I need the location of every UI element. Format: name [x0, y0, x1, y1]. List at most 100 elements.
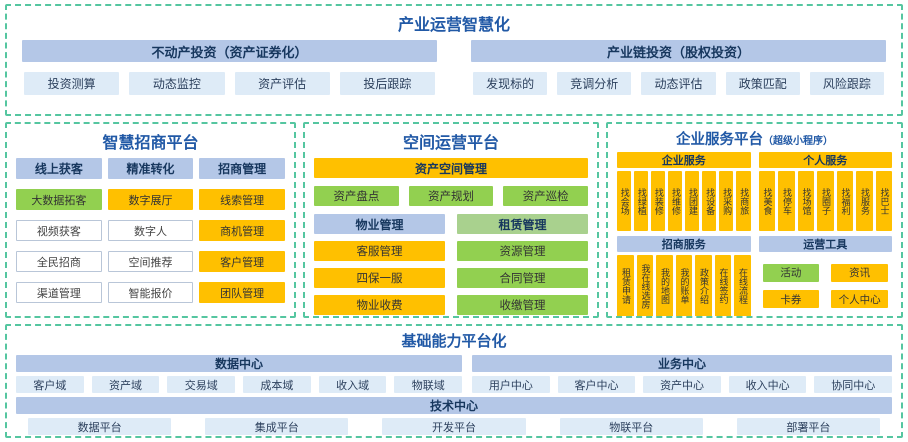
personal-service-column: 个人服务 找美食 找停车 找场馆 找圈子 找福利 找服务 找巴士 — [758, 152, 892, 231]
vertical-cell: 找团建 — [685, 171, 700, 231]
foundation-domain-items: 客户域 资产域 交易域 成本域 收入域 物联域 用户中心 客户中心 资产中心 收… — [16, 376, 893, 393]
business-center-items: 用户中心 客户中心 资产中心 收入中心 协同中心 — [472, 376, 893, 393]
real-estate-investment-items: 投资测算 动态监控 资产评估 投后跟踪 — [22, 72, 437, 95]
diagram-cell: 动态评估 — [641, 72, 716, 95]
diagram-cell: 资源管理 — [457, 241, 588, 261]
smart-investment-title: 智慧招商平台 — [102, 135, 199, 152]
industry-chain-investment-group: 产业链投资（股权投资） 发现标的 竞调分析 动态评估 政策匹配 风险跟踪 — [471, 40, 886, 95]
real-estate-investment-group: 不动产投资（资产证券化） 投资测算 动态监控 资产评估 投后跟踪 — [22, 40, 437, 95]
vertical-cell: 找维修 — [668, 171, 683, 231]
vertical-cell: 找绿植 — [634, 171, 649, 231]
vertical-cell: 找设备 — [702, 171, 717, 231]
operation-tools-header: 运营工具 — [758, 236, 892, 252]
diagram-cell: 物业收费 — [314, 295, 445, 315]
enterprise-service-items: 找会场 找绿植 找装修 找维修 找团建 找设备 找采购 找商旅 — [617, 171, 751, 231]
diagram-cell: 资产盘点 — [314, 186, 399, 206]
diagram-cell: 收入域 — [318, 376, 387, 393]
leasing-management-column: 租赁管理 资源管理 合同管理 收缴管理 — [457, 214, 588, 315]
diagram-cell: 数字展厅 — [107, 189, 194, 210]
vertical-cell: 找巴士 — [875, 171, 892, 231]
service-top-columns: 企业服务 找会场 找绿植 找装修 找维修 找团建 找设备 找采购 找商旅 个人服… — [617, 152, 892, 231]
vertical-cell: 找福利 — [836, 171, 853, 231]
diagram-cell: 竞调分析 — [557, 72, 632, 95]
diagram-cell: 交易域 — [167, 376, 236, 393]
real-estate-investment-header: 不动产投资（资产证券化） — [22, 40, 437, 62]
online-acquisition-column: 线上获客 大数据拓客 视频获客 全民招商 渠道管理 — [16, 158, 102, 303]
investment-service-column: 招商服务 租赁申请 我在线选房 我的地图 我的账单 政策介绍 在线签约 在线流程 — [617, 236, 751, 316]
enterprise-service-header: 企业服务 — [617, 152, 751, 168]
diagram-cell: 客服管理 — [314, 241, 445, 261]
asset-space-management-header: 资产空间管理 — [314, 158, 588, 178]
business-center-header: 业务中心 — [472, 355, 892, 372]
diagram-cell: 合同管理 — [457, 268, 588, 288]
diagram-cell: 开发平台 — [382, 418, 526, 435]
enterprise-service-title-text: 企业服务平台 — [676, 132, 763, 148]
diagram-cell: 资讯 — [831, 263, 888, 282]
precise-conversion-header: 精准转化 — [107, 158, 194, 179]
vertical-cell: 我的账单 — [675, 255, 692, 316]
vertical-cell: 我在线选房 — [636, 255, 653, 316]
online-acquisition-header: 线上获客 — [16, 158, 102, 179]
property-management-column: 物业管理 客服管理 四保一服 物业收费 — [314, 214, 445, 315]
industry-chain-investment-items: 发现标的 竞调分析 动态评估 政策匹配 风险跟踪 — [471, 72, 886, 95]
tech-center-items: 数据平台 集成平台 开发平台 物联平台 部署平台 — [16, 418, 892, 435]
space-operation-panel: 空间运营平台 资产空间管理 资产盘点 资产规划 资产巡检 物业管理 客服管理 四… — [303, 122, 599, 318]
investment-service-header: 招商服务 — [617, 236, 751, 252]
enterprise-service-subtitle: （超级小程序） — [763, 136, 833, 147]
diagram-cell: 动态监控 — [129, 72, 225, 95]
diagram-cell: 收缴管理 — [457, 295, 588, 315]
diagram-cell: 发现标的 — [473, 72, 548, 95]
diagram-cell: 客户域 — [16, 376, 84, 393]
middle-row: 智慧招商平台 线上获客 大数据拓客 视频获客 全民招商 渠道管理 精准转化 数字… — [5, 122, 903, 318]
diagram-cell: 卡券 — [762, 290, 820, 309]
personal-service-items: 找美食 找停车 找场馆 找圈子 找福利 找服务 找巴士 — [758, 171, 892, 231]
diagram-cell: 活动 — [762, 263, 820, 282]
industry-chain-investment-header: 产业链投资（股权投资） — [471, 40, 886, 62]
diagram-cell: 客户管理 — [199, 251, 285, 272]
diagram-cell: 风险跟踪 — [809, 72, 885, 95]
foundation-headers: 数据中心 业务中心 — [16, 355, 892, 372]
investment-management-column: 招商管理 线索管理 商机管理 客户管理 团队管理 — [199, 158, 285, 303]
vertical-cell: 找圈子 — [817, 171, 834, 231]
enterprise-service-panel: 企业服务平台（超级小程序） 企业服务 找会场 找绿植 找装修 找维修 找团建 找… — [606, 122, 903, 318]
diagram-cell: 部署平台 — [736, 418, 881, 435]
diagram-cell: 团队管理 — [199, 282, 285, 303]
tech-center-header: 技术中心 — [16, 397, 892, 414]
diagram-cell: 资产域 — [91, 376, 160, 393]
diagram-cell: 数据平台 — [28, 418, 172, 435]
diagram-cell: 物联平台 — [559, 418, 703, 435]
vertical-cell: 找商旅 — [736, 171, 751, 231]
diagram-cell: 资产评估 — [234, 72, 330, 95]
diagram-cell: 投后跟踪 — [339, 72, 435, 95]
enterprise-service-title: 企业服务平台（超级小程序） — [617, 127, 892, 152]
diagram-cell: 四保一服 — [314, 268, 445, 288]
vertical-cell: 在线签约 — [714, 255, 731, 316]
diagram-cell: 客户中心 — [557, 376, 636, 393]
diagram-cell: 空间推荐 — [107, 251, 194, 272]
diagram-cell: 成本域 — [243, 376, 311, 393]
vertical-cell: 找美食 — [758, 171, 775, 231]
operation-tools-column: 运营工具 活动 资讯 卡券 个人中心 — [758, 236, 892, 316]
vertical-cell: 找会场 — [617, 171, 632, 231]
diagram-cell: 协同中心 — [814, 376, 893, 393]
diagram-cell: 线索管理 — [199, 189, 285, 210]
vertical-cell: 找场馆 — [797, 171, 814, 231]
vertical-cell: 租赁申请 — [617, 255, 634, 316]
foundation-panel: 基础能力平台化 数据中心 业务中心 客户域 资产域 交易域 成本域 收入域 物联… — [5, 324, 903, 438]
vertical-cell: 找停车 — [778, 171, 795, 231]
diagram-cell: 商机管理 — [199, 220, 285, 241]
data-center-header: 数据中心 — [16, 355, 463, 372]
diagram-cell: 收入中心 — [728, 376, 807, 393]
diagram-cell: 集成平台 — [205, 418, 349, 435]
industry-operation-title: 产业运营智慧化 — [397, 17, 510, 34]
vertical-cell: 找装修 — [651, 171, 666, 231]
space-operation-columns: 物业管理 客服管理 四保一服 物业收费 租赁管理 资源管理 合同管理 收缴管理 — [314, 214, 588, 315]
diagram-cell: 资产规划 — [408, 186, 494, 206]
investment-service-items: 租赁申请 我在线选房 我的地图 我的账单 政策介绍 在线签约 在线流程 — [617, 255, 751, 316]
smart-investment-panel: 智慧招商平台 线上获客 大数据拓客 视频获客 全民招商 渠道管理 精准转化 数字… — [5, 122, 296, 318]
diagram-cell: 大数据拓客 — [16, 189, 102, 210]
vertical-cell: 我的地图 — [656, 255, 673, 316]
diagram-cell: 政策匹配 — [725, 72, 800, 95]
diagram-cell: 物联域 — [394, 376, 463, 393]
